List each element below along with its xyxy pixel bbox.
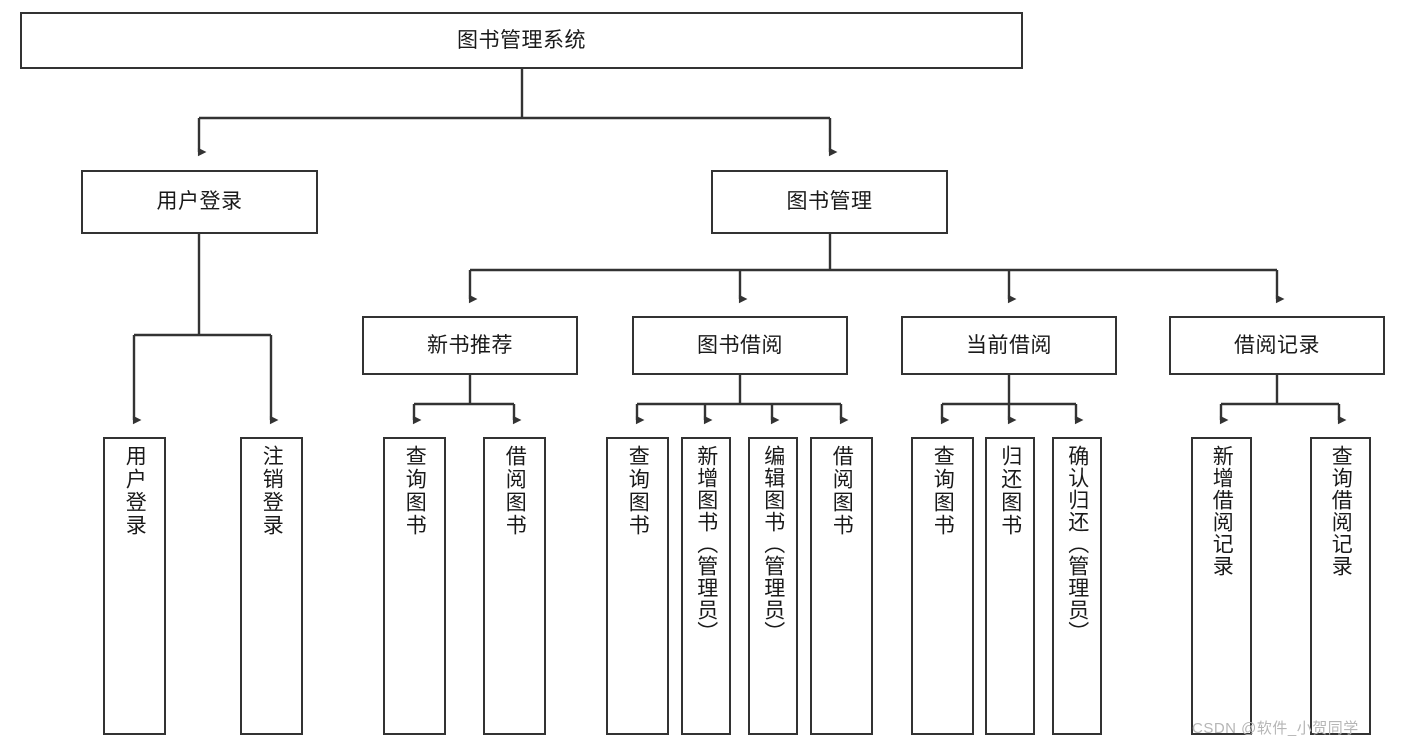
- node-leaf-confirm-return-label: 确认归还（管理员）: [1065, 445, 1089, 643]
- node-leaf-query-record-label: 查询借阅记录: [1329, 445, 1353, 577]
- node-leaf-user-login-label: 用户登录: [123, 445, 147, 537]
- watermark: CSDN @软件_小贺同学: [1192, 720, 1359, 737]
- node-leaf-add-book-label: 新增图书（管理员）: [694, 445, 718, 643]
- node-leaf-return-book[interactable]: 归还图书: [985, 437, 1035, 735]
- node-user-login-label: 用户登录: [156, 190, 243, 214]
- node-leaf-edit-book[interactable]: 编辑图书（管理员）: [748, 437, 798, 735]
- node-leaf-query-book-3[interactable]: 查询图书: [911, 437, 974, 735]
- node-leaf-add-record-label: 新增借阅记录: [1210, 445, 1234, 577]
- node-leaf-user-logout-label: 注销登录: [260, 445, 284, 537]
- node-leaf-query-book-1-label: 查询图书: [403, 445, 427, 537]
- node-borrow-record[interactable]: 借阅记录: [1169, 316, 1385, 375]
- node-book-manage[interactable]: 图书管理: [711, 170, 948, 234]
- node-leaf-borrow-book-2[interactable]: 借阅图书: [810, 437, 873, 735]
- node-leaf-query-book-3-label: 查询图书: [931, 445, 955, 537]
- node-leaf-edit-book-label: 编辑图书（管理员）: [761, 445, 785, 643]
- node-leaf-query-book-1[interactable]: 查询图书: [383, 437, 446, 735]
- node-leaf-return-book-label: 归还图书: [998, 445, 1022, 537]
- node-root[interactable]: 图书管理系统: [20, 12, 1023, 69]
- node-book-borrow-label: 图书借阅: [697, 333, 783, 357]
- node-borrow-record-label: 借阅记录: [1234, 333, 1320, 357]
- node-new-book-recommend[interactable]: 新书推荐: [362, 316, 578, 375]
- node-book-manage-label: 图书管理: [786, 190, 873, 214]
- node-new-book-recommend-label: 新书推荐: [427, 333, 513, 357]
- node-current-borrow[interactable]: 当前借阅: [901, 316, 1117, 375]
- node-leaf-add-book[interactable]: 新增图书（管理员）: [681, 437, 731, 735]
- node-leaf-user-logout[interactable]: 注销登录: [240, 437, 303, 735]
- node-leaf-borrow-book-2-label: 借阅图书: [830, 445, 854, 537]
- node-leaf-query-book-2[interactable]: 查询图书: [606, 437, 669, 735]
- node-root-label: 图书管理系统: [457, 28, 586, 52]
- node-leaf-query-record[interactable]: 查询借阅记录: [1310, 437, 1371, 735]
- node-current-borrow-label: 当前借阅: [966, 333, 1052, 357]
- node-leaf-user-login[interactable]: 用户登录: [103, 437, 166, 735]
- node-leaf-query-book-2-label: 查询图书: [626, 445, 650, 537]
- node-leaf-borrow-book-1-label: 借阅图书: [503, 445, 527, 537]
- node-leaf-borrow-book-1[interactable]: 借阅图书: [483, 437, 546, 735]
- node-leaf-add-record[interactable]: 新增借阅记录: [1191, 437, 1252, 735]
- node-book-borrow[interactable]: 图书借阅: [632, 316, 848, 375]
- node-user-login[interactable]: 用户登录: [81, 170, 318, 234]
- node-leaf-confirm-return[interactable]: 确认归还（管理员）: [1052, 437, 1102, 735]
